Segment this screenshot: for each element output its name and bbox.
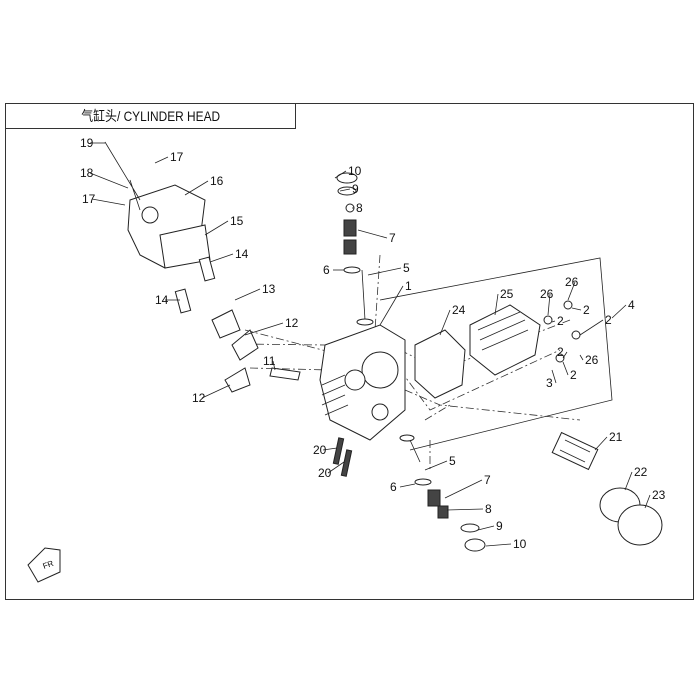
cover-gasket: [414, 304, 541, 399]
callout-leader-line: [339, 188, 351, 192]
callout-part-22: 22: [634, 465, 648, 479]
callout-part-10: 10: [513, 537, 527, 551]
callout-part-4: 4: [628, 298, 635, 312]
callout-leader-line: [91, 198, 126, 206]
callout-part-24: 24: [452, 303, 466, 317]
camshaft: [551, 431, 599, 471]
callout-part-14: 14: [235, 247, 249, 261]
callout-leader-line: [624, 471, 633, 491]
cover-bolts: [543, 300, 581, 363]
callout-part-9: 9: [352, 182, 359, 196]
callout-leader-line: [594, 436, 608, 451]
valve-assembly-top: [336, 172, 374, 326]
callout-part-26: 26: [540, 287, 554, 301]
callout-leader-line: [357, 229, 388, 239]
callout-leader-line: [551, 320, 556, 323]
callout-part-7: 7: [484, 473, 491, 487]
callout-part-26: 26: [565, 275, 579, 289]
callout-leader-line: [644, 494, 651, 509]
callout-leader-line: [571, 307, 582, 311]
callout-leader-line: [184, 180, 209, 196]
callout-leader-line: [89, 172, 129, 189]
callout-leader-line: [611, 304, 627, 319]
callout-part-2: 2: [557, 345, 564, 359]
callout-leader-line: [446, 508, 484, 511]
callout-part-13: 13: [262, 282, 276, 296]
callout-part-8: 8: [485, 502, 492, 516]
callout-leader-line: [494, 293, 499, 316]
callout-leader-line: [567, 281, 576, 301]
valve-assembly-bottom: [399, 434, 486, 552]
callout-leader-line: [379, 285, 404, 326]
callout-part-17: 17: [82, 192, 96, 206]
rocker-arms: [211, 309, 301, 393]
callout-part-16: 16: [210, 174, 224, 188]
callout-part-14: 14: [155, 293, 169, 307]
callout-part-15: 15: [230, 214, 244, 228]
callout-leader-line: [547, 293, 551, 316]
callout-leader-line: [485, 543, 512, 547]
callout-part-6: 6: [323, 263, 330, 277]
diagram-title: 气缸头/ CYLINDER HEAD: [81, 108, 220, 124]
callout-part-10: 10: [348, 164, 362, 178]
rocker-arm-holder: [104, 141, 216, 314]
callout-part-12: 12: [192, 391, 206, 405]
callout-part-21: 21: [609, 430, 623, 444]
callout-part-8: 8: [356, 201, 363, 215]
callout-part-9: 9: [496, 519, 503, 533]
callout-leader-line: [327, 461, 345, 474]
callout-part-26: 26: [585, 353, 599, 367]
callout-leader-line: [579, 354, 584, 361]
callout-part-5: 5: [403, 261, 410, 275]
callout-leader-line: [234, 288, 261, 301]
callout-labels: 1917181617151413141211122020124252626224…: [80, 136, 666, 551]
callout-leader-line: [562, 361, 569, 376]
callout-leader-line: [399, 483, 416, 488]
callout-leader-line: [439, 309, 451, 336]
callout-leader-line: [444, 479, 483, 499]
callout-part-2: 2: [605, 313, 612, 327]
callout-leader-line: [244, 322, 284, 336]
callout-leader-line: [334, 170, 347, 179]
callout-part-17: 17: [170, 150, 184, 164]
callout-part-2: 2: [570, 368, 577, 382]
callout-leader-line: [477, 525, 495, 531]
callout-part-1: 1: [405, 279, 412, 293]
o-ring-and-cover: [599, 487, 663, 546]
callout-leader-line: [424, 460, 448, 471]
callout-part-6: 6: [390, 480, 397, 494]
callout-part-20: 20: [318, 466, 332, 480]
callout-leader-line: [272, 360, 276, 371]
callout-part-18: 18: [80, 166, 94, 180]
diagram-frame: [5, 103, 694, 600]
callout-part-2: 2: [583, 303, 590, 317]
callout-leader-line: [562, 351, 568, 359]
callout-part-3: 3: [546, 376, 553, 390]
callout-part-11: 11: [263, 354, 276, 368]
studs: [332, 437, 353, 477]
callout-part-20: 20: [313, 443, 327, 457]
callout-part-12: 12: [285, 316, 299, 330]
cylinder-head: [319, 324, 406, 441]
callout-leader-line: [154, 156, 169, 164]
callout-part-2: 2: [557, 314, 564, 328]
callout-leader-line: [209, 253, 234, 263]
callout-part-19: 19: [80, 136, 94, 150]
callout-part-7: 7: [389, 231, 396, 245]
callout-leader-line: [322, 447, 338, 451]
callout-leader-line: [201, 384, 231, 399]
callout-leader-line: [551, 369, 557, 384]
front-arrow-label: FR: [42, 559, 55, 571]
callout-leader-line: [579, 319, 604, 336]
callout-leader-line: [367, 267, 402, 276]
front-arrow-icon: FR: [27, 547, 61, 583]
callout-part-5: 5: [449, 454, 456, 468]
callout-part-25: 25: [500, 287, 514, 301]
diagram-title-box: 气缸头/ CYLINDER HEAD: [5, 103, 296, 129]
callout-leader-line: [204, 220, 229, 236]
callout-part-23: 23: [652, 488, 666, 502]
